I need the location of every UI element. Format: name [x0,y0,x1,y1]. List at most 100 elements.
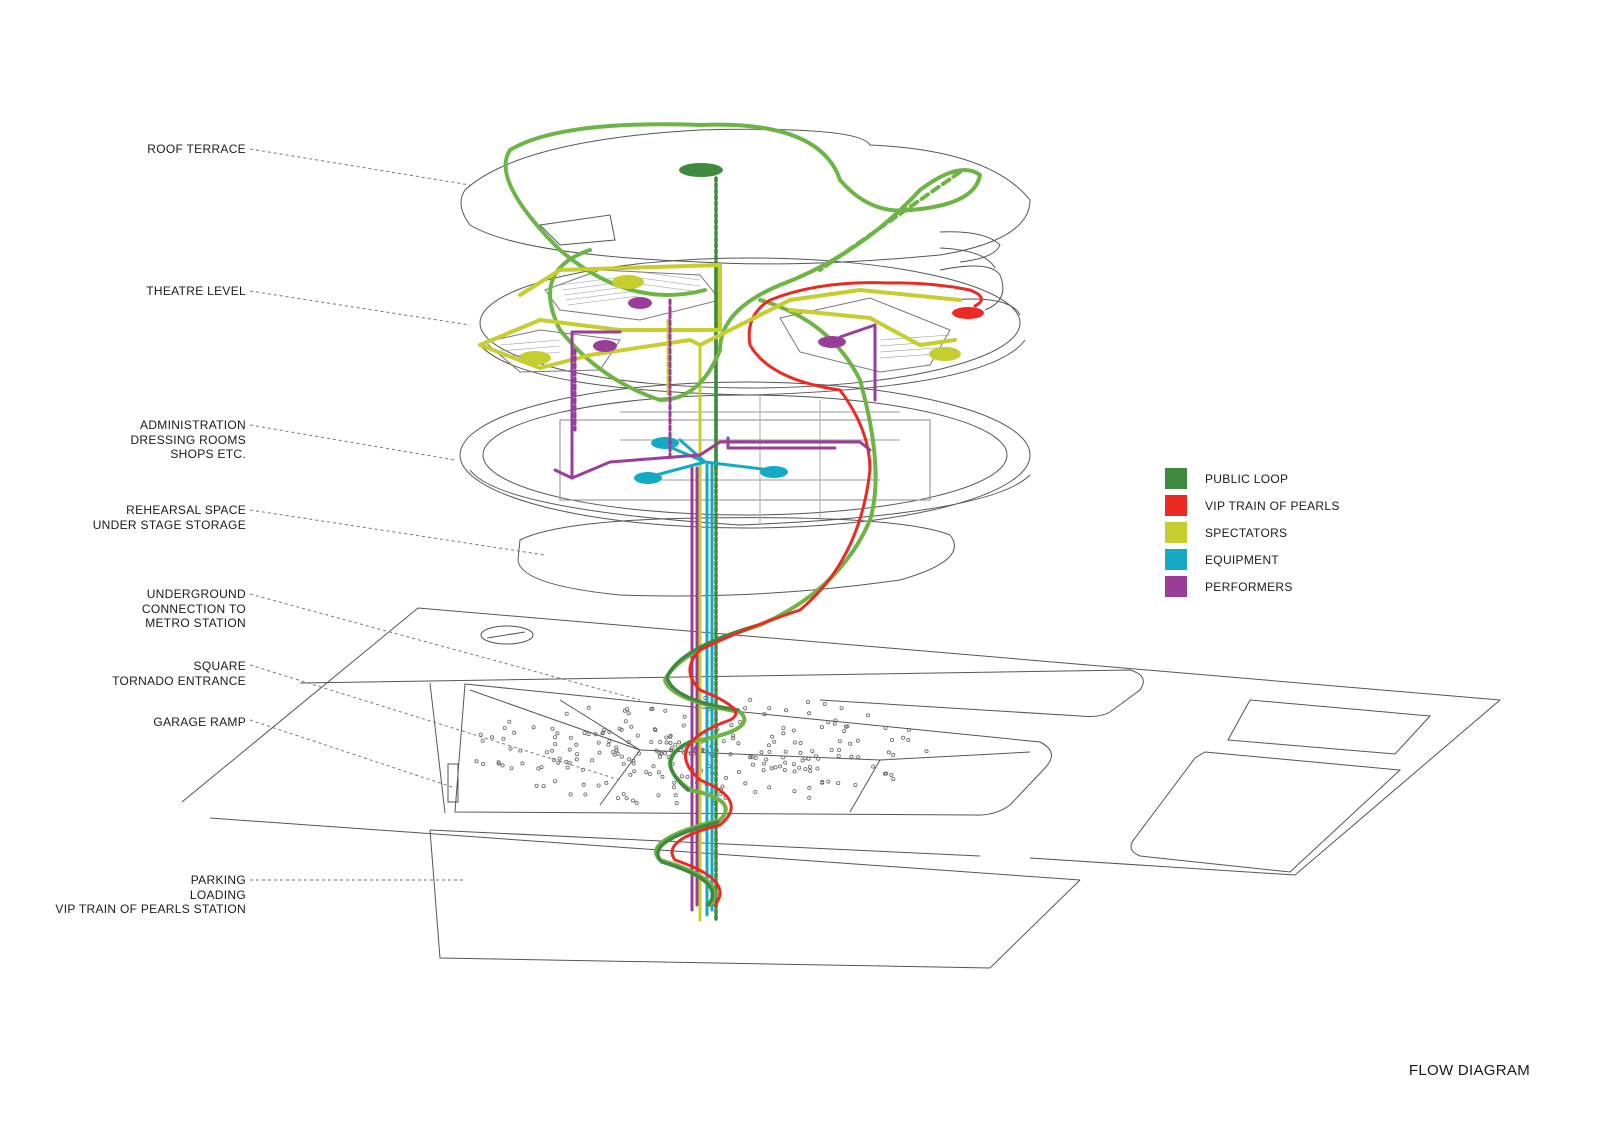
plaza-dot [792,789,797,794]
plaza-dot [845,724,850,729]
plaza-dot [781,726,786,731]
plaza-dot [849,754,854,759]
plaza-dot [829,748,834,753]
public-loop-dashed [818,170,962,272]
theatre-level-disk [479,257,1026,396]
site-plan [181,607,1502,969]
plaza-dot [855,738,860,743]
plaza-dot [748,697,753,702]
plaza-dot [622,708,627,713]
plaza-dot [720,784,725,789]
plaza-dot [803,756,808,761]
plaza-dot [604,780,609,785]
plaza-dot [791,728,796,733]
plaza-dot [600,731,605,736]
plaza-dot [671,785,676,790]
plaza-dot [813,754,818,759]
vip-station-dot [952,307,984,319]
label-garage-ramp: GARAGE RAMP [153,715,246,729]
label-roof-terrace: ROOF TERRACE [147,142,246,156]
roof-access-dot [679,163,723,177]
plaza-dot [544,750,549,755]
equipment-node-1 [651,437,679,449]
legend-label: SPECTATORS [1205,526,1288,540]
plaza-dot [607,730,612,735]
plaza-dot [612,752,617,757]
plaza-dot [837,748,842,753]
plaza-dot [669,748,674,753]
label-administration: ADMINISTRATION DRESSING ROOMS SHOPS ETC. [130,418,246,461]
plaza-dot [574,742,579,747]
plaza-dot [759,750,764,755]
plaza-dot [644,770,649,775]
plaza-dot [783,760,788,765]
plaza-dot [593,732,598,737]
plaza-dot [621,761,626,766]
plaza-dot [673,742,678,747]
plaza-dot [590,758,595,763]
plaza-dot [839,706,844,711]
plaza-dot [682,714,687,719]
plaza-dot [762,712,767,717]
plaza-dot [890,738,895,743]
plaza-dot [660,774,665,779]
plaza-dot [656,770,661,775]
plaza-dot [636,751,641,756]
plaza-dot [480,761,485,766]
plaza-dot [781,731,786,736]
plaza-dot [681,723,686,728]
plaza-dot [663,708,668,713]
plaza-dot [553,742,558,747]
label-underground-connection: UNDERGROUND CONNECTION TO METRO STATION [141,587,246,630]
plaza-dot [597,750,602,755]
legend-label: PUBLIC LOOP [1205,472,1289,486]
plaza-dot [649,740,654,745]
performers-node-2 [818,336,846,348]
plaza-dot [496,760,501,765]
plaza-dot [668,741,673,746]
plaza-dot [820,779,825,784]
plaza-dot [767,749,772,754]
flow-lines [478,122,984,922]
spectators-node-3 [929,347,961,361]
plaza-dot [753,755,758,760]
performers-path [553,330,872,480]
plaza-dot [658,754,663,759]
plaza-dot [891,777,896,782]
plaza-dot [550,748,555,753]
plaza-dot [673,793,678,798]
plaza-dot [628,772,633,777]
plaza-dot [751,762,756,767]
plaza-dot [662,751,667,756]
plaza-dot [798,750,803,755]
plaza-dot [616,796,621,801]
plaza-dot [772,739,777,744]
plaza-dot [508,746,513,751]
plaza-dot [531,725,536,730]
plaza-dot [550,726,555,731]
plaza-dot [803,767,808,772]
plaza-dot [728,752,733,757]
plaza-dot [762,761,767,766]
plaza-dot [884,771,889,776]
plaza-dot [724,775,729,780]
plaza-dot [614,745,619,750]
plaza-dot [798,741,803,746]
plaza-dot [731,736,736,741]
plaza-dot [581,782,586,787]
plaza-dot [606,742,611,747]
plaza-dot [568,735,573,740]
plaza-dot [800,758,805,763]
plaza-dot [769,766,774,771]
plaza-dot [534,783,539,788]
plaza-dot [843,724,848,729]
plaza-dot [819,725,824,730]
plaza-dot [767,785,772,790]
plaza-dot [539,765,544,770]
plaza-dot [782,768,787,773]
public-loop-path [503,122,982,402]
plaza-dot [553,735,558,740]
plaza-dot [617,726,622,731]
plaza-dot [807,785,812,790]
plaza-dot [586,705,591,710]
